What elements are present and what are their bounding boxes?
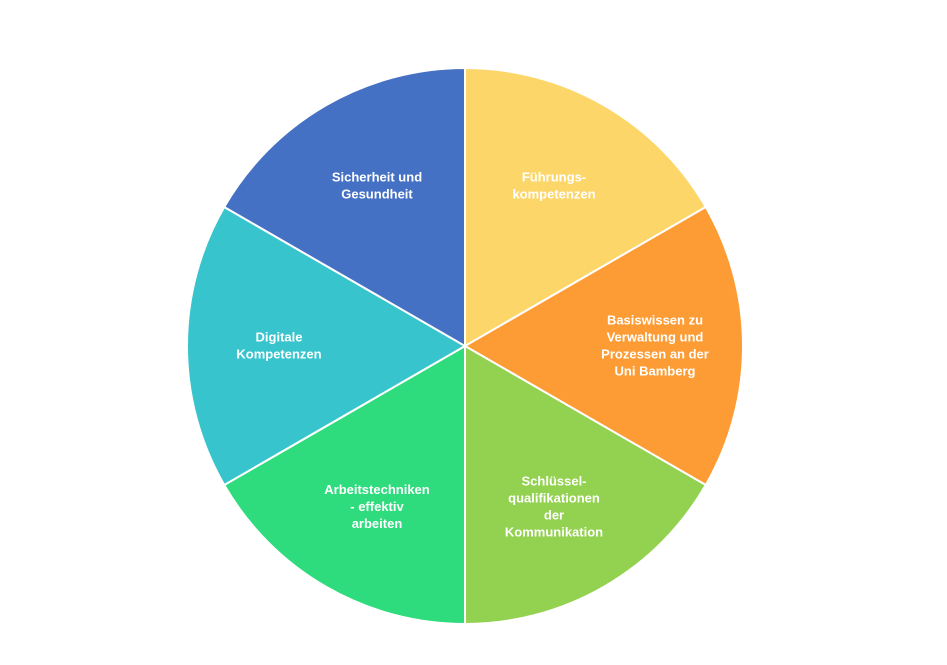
segment-label-line: Führungs-: [522, 170, 586, 185]
segment-basiswissen: [462, 205, 744, 487]
segment-schluessel: [464, 344, 708, 626]
segment-label-line: Prozessen an der: [601, 347, 709, 362]
segment-label-line: qualifikationen: [508, 491, 600, 506]
segment-label-line: der: [544, 508, 564, 523]
segment-label-line: Basiswissen zu: [607, 313, 703, 328]
segment-label-line: Schlüssel-: [521, 474, 586, 489]
segment-label-line: Kompetenzen: [236, 347, 321, 362]
segment-fuehrung: [464, 66, 708, 348]
segment-label-line: Gesundheit: [341, 187, 413, 202]
segment-label-line: Sicherheit und: [332, 170, 422, 185]
segment-sicherheit: [222, 66, 466, 348]
segment-label-line: Uni Bamberg: [615, 364, 696, 379]
segment-digitale: [186, 205, 468, 487]
segment-arbeitstechniken: [222, 344, 466, 626]
segment-label-line: Digitale: [256, 330, 303, 345]
segment-label-fuehrung: Führungs-kompetenzen: [512, 170, 595, 202]
segment-label-line: Kommunikation: [505, 525, 603, 540]
segment-label-line: - effektiv: [350, 499, 404, 514]
segment-label-line: arbeiten: [352, 516, 403, 531]
segment-label-line: Arbeitstechniken: [324, 482, 430, 497]
segment-label-line: kompetenzen: [512, 187, 595, 202]
segment-label-arbeitstechniken: Arbeitstechniken - effektiv arbeiten: [324, 482, 430, 531]
segment-label-line: Verwaltung und: [607, 330, 704, 345]
